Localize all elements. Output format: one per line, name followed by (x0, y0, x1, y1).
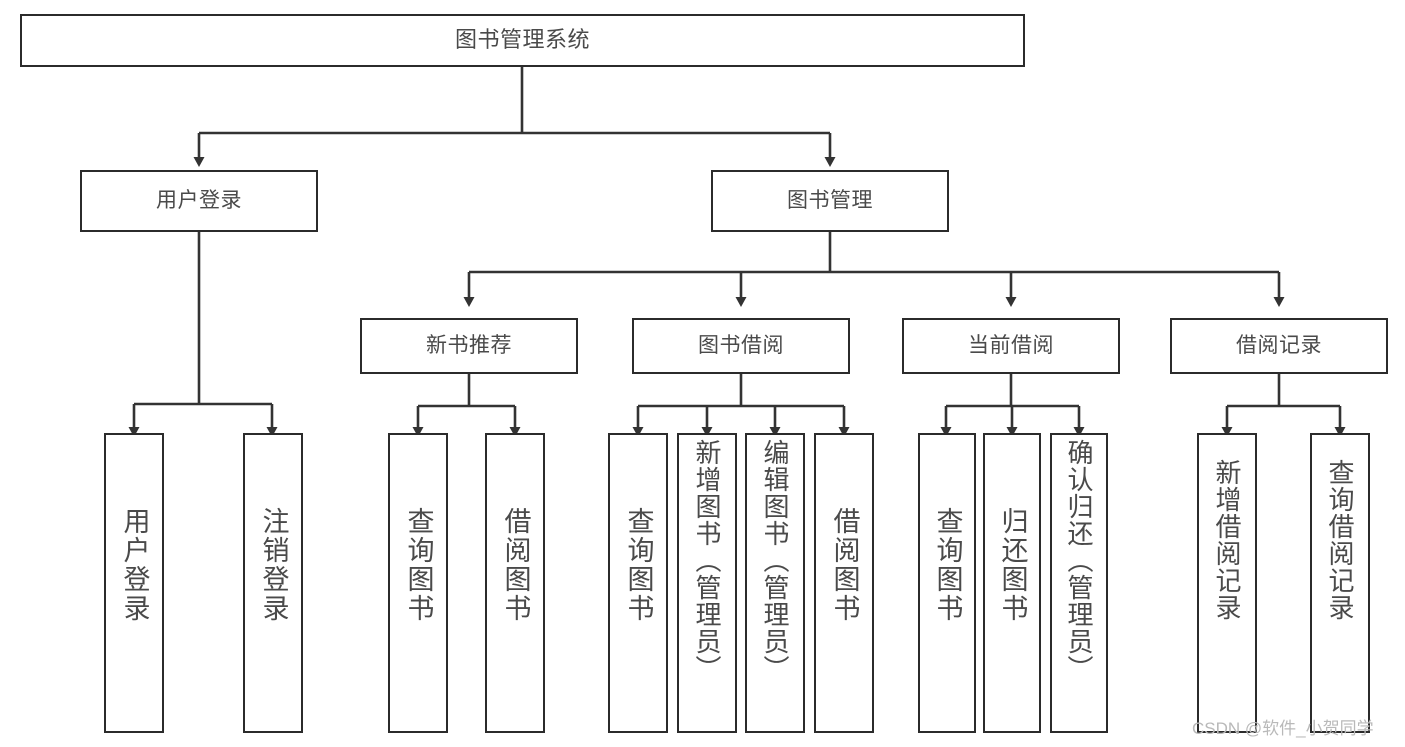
node-root-label: 图书管理系统 (454, 27, 590, 53)
leaf-query-record[interactable]: 查询借阅记录 (1310, 433, 1370, 733)
leaf-add-record-label: 新增借阅记录 (1212, 459, 1242, 621)
leaf-return-book-label: 归还图书 (997, 507, 1028, 623)
leaf-confirm-return[interactable]: 确认归还（管理员） (1050, 433, 1108, 733)
node-new-book-recommend[interactable]: 新书推荐 (360, 318, 578, 374)
leaf-query-book-3[interactable]: 查询图书 (918, 433, 976, 733)
leaf-query-book-2[interactable]: 查询图书 (608, 433, 668, 733)
leaf-borrow-book-2-label: 借阅图书 (829, 507, 860, 623)
node-book-management[interactable]: 图书管理 (711, 170, 949, 232)
leaf-query-book-2-label: 查询图书 (623, 507, 654, 623)
leaf-borrow-book-1-label: 借阅图书 (500, 507, 531, 623)
leaf-add-book[interactable]: 新增图书（管理员） (677, 433, 737, 733)
leaf-user-login-label: 用户登录 (119, 507, 150, 623)
leaf-user-logout[interactable]: 注销登录 (243, 433, 303, 733)
node-user-login[interactable]: 用户登录 (80, 170, 318, 232)
leaf-return-book[interactable]: 归还图书 (983, 433, 1041, 733)
leaf-edit-book-label: 编辑图书（管理员） (760, 439, 790, 682)
node-current-borrow[interactable]: 当前借阅 (902, 318, 1120, 374)
node-book-borrow-label: 图书借阅 (698, 334, 784, 358)
node-borrow-record[interactable]: 借阅记录 (1170, 318, 1388, 374)
node-new-book-recommend-label: 新书推荐 (426, 334, 512, 358)
watermark: CSDN @软件_小贺同学 (1192, 719, 1374, 738)
leaf-query-book-3-label: 查询图书 (932, 507, 963, 623)
node-book-borrow[interactable]: 图书借阅 (632, 318, 850, 374)
leaf-user-logout-label: 注销登录 (258, 507, 289, 623)
leaf-confirm-return-label: 确认归还（管理员） (1064, 439, 1094, 682)
node-user-login-label: 用户登录 (156, 189, 242, 213)
leaf-edit-book[interactable]: 编辑图书（管理员） (745, 433, 805, 733)
node-root[interactable]: 图书管理系统 (20, 14, 1025, 67)
leaf-add-record[interactable]: 新增借阅记录 (1197, 433, 1257, 733)
node-current-borrow-label: 当前借阅 (968, 334, 1054, 358)
leaf-borrow-book-2[interactable]: 借阅图书 (814, 433, 874, 733)
leaf-query-book-1[interactable]: 查询图书 (388, 433, 448, 733)
leaf-query-book-1-label: 查询图书 (403, 507, 434, 623)
node-book-management-label: 图书管理 (787, 189, 873, 213)
node-borrow-record-label: 借阅记录 (1236, 334, 1322, 358)
leaf-user-login[interactable]: 用户登录 (104, 433, 164, 733)
leaf-add-book-label: 新增图书（管理员） (692, 439, 722, 682)
leaf-query-record-label: 查询借阅记录 (1325, 459, 1355, 621)
leaf-borrow-book-1[interactable]: 借阅图书 (485, 433, 545, 733)
